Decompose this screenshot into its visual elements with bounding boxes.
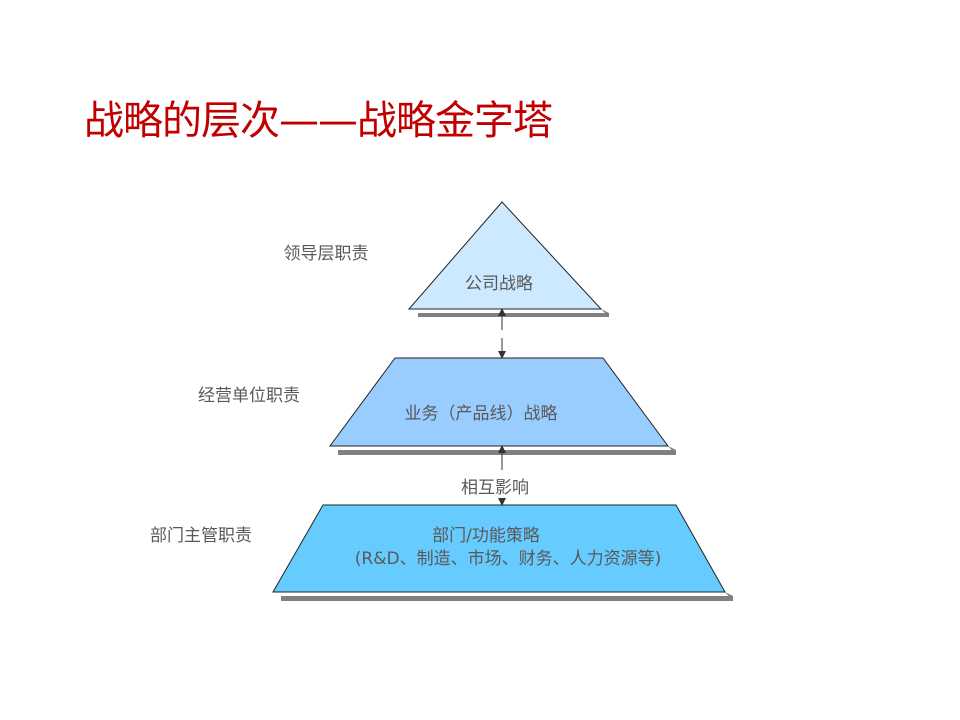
side-label-business-unit: 经营单位职责 xyxy=(198,386,300,406)
level3-shadow xyxy=(281,596,733,601)
level3-subtext: (R&D、制造、市场、财务、人力资源等) xyxy=(355,549,661,569)
level2-trapezoid xyxy=(329,357,669,447)
side-label-leadership: 领导层职责 xyxy=(284,244,369,264)
level1-shadow xyxy=(418,313,609,317)
interaction-label: 相互影响 xyxy=(461,478,529,498)
level1-text: 公司战略 xyxy=(465,274,533,294)
level3-trapezoid xyxy=(272,504,726,593)
level3-text: 部门/功能策略 xyxy=(432,526,540,546)
slide-title: 战略的层次——战略金字塔 xyxy=(84,98,553,144)
level2-shadow xyxy=(338,450,676,455)
side-label-department: 部门主管职责 xyxy=(150,526,252,546)
level2-text: 业务（产品线）战略 xyxy=(405,404,558,424)
